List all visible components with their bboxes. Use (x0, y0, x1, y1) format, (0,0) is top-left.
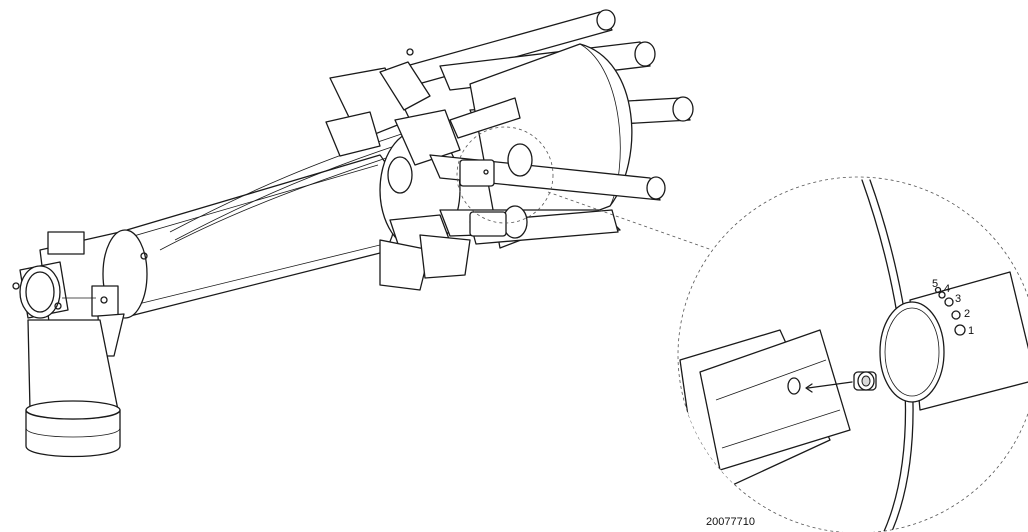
drawing-code: 20077710 (706, 516, 755, 528)
hole-label-3: 3 (955, 293, 961, 305)
detail-leader-line (547, 191, 713, 251)
hub (325, 48, 471, 291)
drum-body (469, 43, 633, 249)
main-tube (119, 127, 426, 317)
machine-assembly (12, 9, 694, 458)
vertical-pipe (25, 319, 121, 458)
drive-housing (12, 229, 148, 357)
hole-label-2: 2 (964, 308, 970, 320)
hole-label-4: 4 (944, 283, 950, 295)
tube-end (879, 301, 945, 403)
front-rods (429, 97, 666, 245)
detail-marker-circle (456, 126, 554, 224)
hole-label-1: 1 (968, 325, 974, 337)
detail-view: 1 2 3 4 5 (677, 176, 1028, 532)
hole-label-5: 5 (932, 278, 938, 290)
plug-part (853, 371, 877, 391)
